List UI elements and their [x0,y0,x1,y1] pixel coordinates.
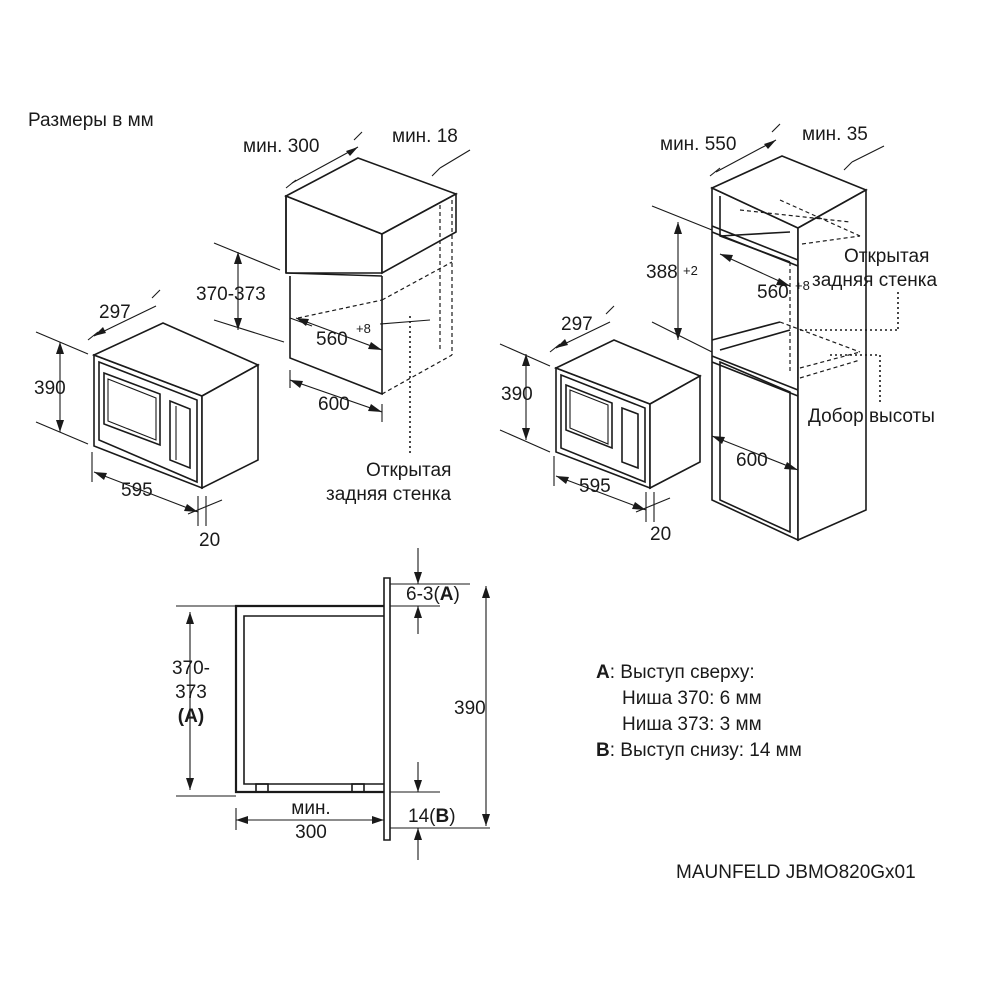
right-microwave [553,339,702,490]
right-appliance-height-label: 390 [501,384,533,405]
niche-height-ref-label: (A) [177,706,205,727]
left-appliance-width-label: 595 [121,480,153,501]
left-niche-width-tolerance: +8 [356,321,371,336]
min-depth-label-line2: 300 [295,822,327,843]
left-open-back-label-line2: задняя стенка [326,484,452,505]
bottom-offset-label: 14(B) [408,806,456,827]
right-height-filler-label: Добор высоты [808,406,935,427]
right-microwave-dimensions [499,305,671,522]
left-niche-cabinet [284,157,458,455]
total-height-label: 390 [454,698,486,719]
left-niche-height-label: 370-373 [196,284,266,305]
right-panel-protrusion-label: 20 [650,524,672,545]
right-back-clearance-label: мин. 35 [802,124,868,145]
min-depth-label-line1: мин. [291,798,331,819]
right-niche-depth-label: 600 [736,450,768,471]
left-front-clearance-label: мин. 18 [392,126,458,147]
niche-height-label-line1: 370- [171,658,211,679]
legend-a-line2: Ниша 373: 3 мм [622,714,762,735]
right-niche-width-label: 560 [757,282,789,303]
left-niche-width-label: 560 [316,329,348,350]
left-niche-dimensions [213,131,471,422]
right-niche-width-tolerance: +8 [795,278,810,293]
right-open-back-label-line1: Открытая [844,246,930,267]
right-niche-depth-min-label: мин. 550 [660,134,737,155]
left-appliance-depth-label: 297 [99,302,131,323]
right-tall-cabinet [710,155,899,542]
right-niche-height-tolerance: +2 [683,263,698,278]
left-niche-depth-label: 600 [318,394,350,415]
left-microwave [91,322,260,490]
left-microwave-dimensions [35,289,223,526]
right-appliance-width-label: 595 [579,476,611,497]
left-panel-protrusion-label: 20 [199,530,221,551]
left-open-back-label-line1: Открытая [366,460,452,481]
top-offset-label: 6-3(A) [406,584,460,605]
right-appliance-depth-label: 297 [561,314,593,335]
right-open-back-label-line2: задняя стенка [812,270,938,291]
model-name: MAUNFELD JBMO820Gx01 [676,862,916,883]
left-niche-depth-min-label: мин. 300 [243,136,320,157]
units-note: Размеры в мм [28,110,154,131]
legend-a-line1: Ниша 370: 6 мм [622,688,762,709]
legend-a-title: A: Выступ сверху: [596,662,755,683]
side-section-dimensions [186,548,490,860]
left-appliance-height-label: 390 [34,378,66,399]
niche-height-label-line2: 373 [175,682,207,703]
right-niche-height-label: 388 [646,262,678,283]
legend-b-title: B: Выступ снизу: 14 мм [596,740,802,761]
side-section-drawing [176,577,490,841]
right-tall-cabinet-dimensions [651,123,885,471]
